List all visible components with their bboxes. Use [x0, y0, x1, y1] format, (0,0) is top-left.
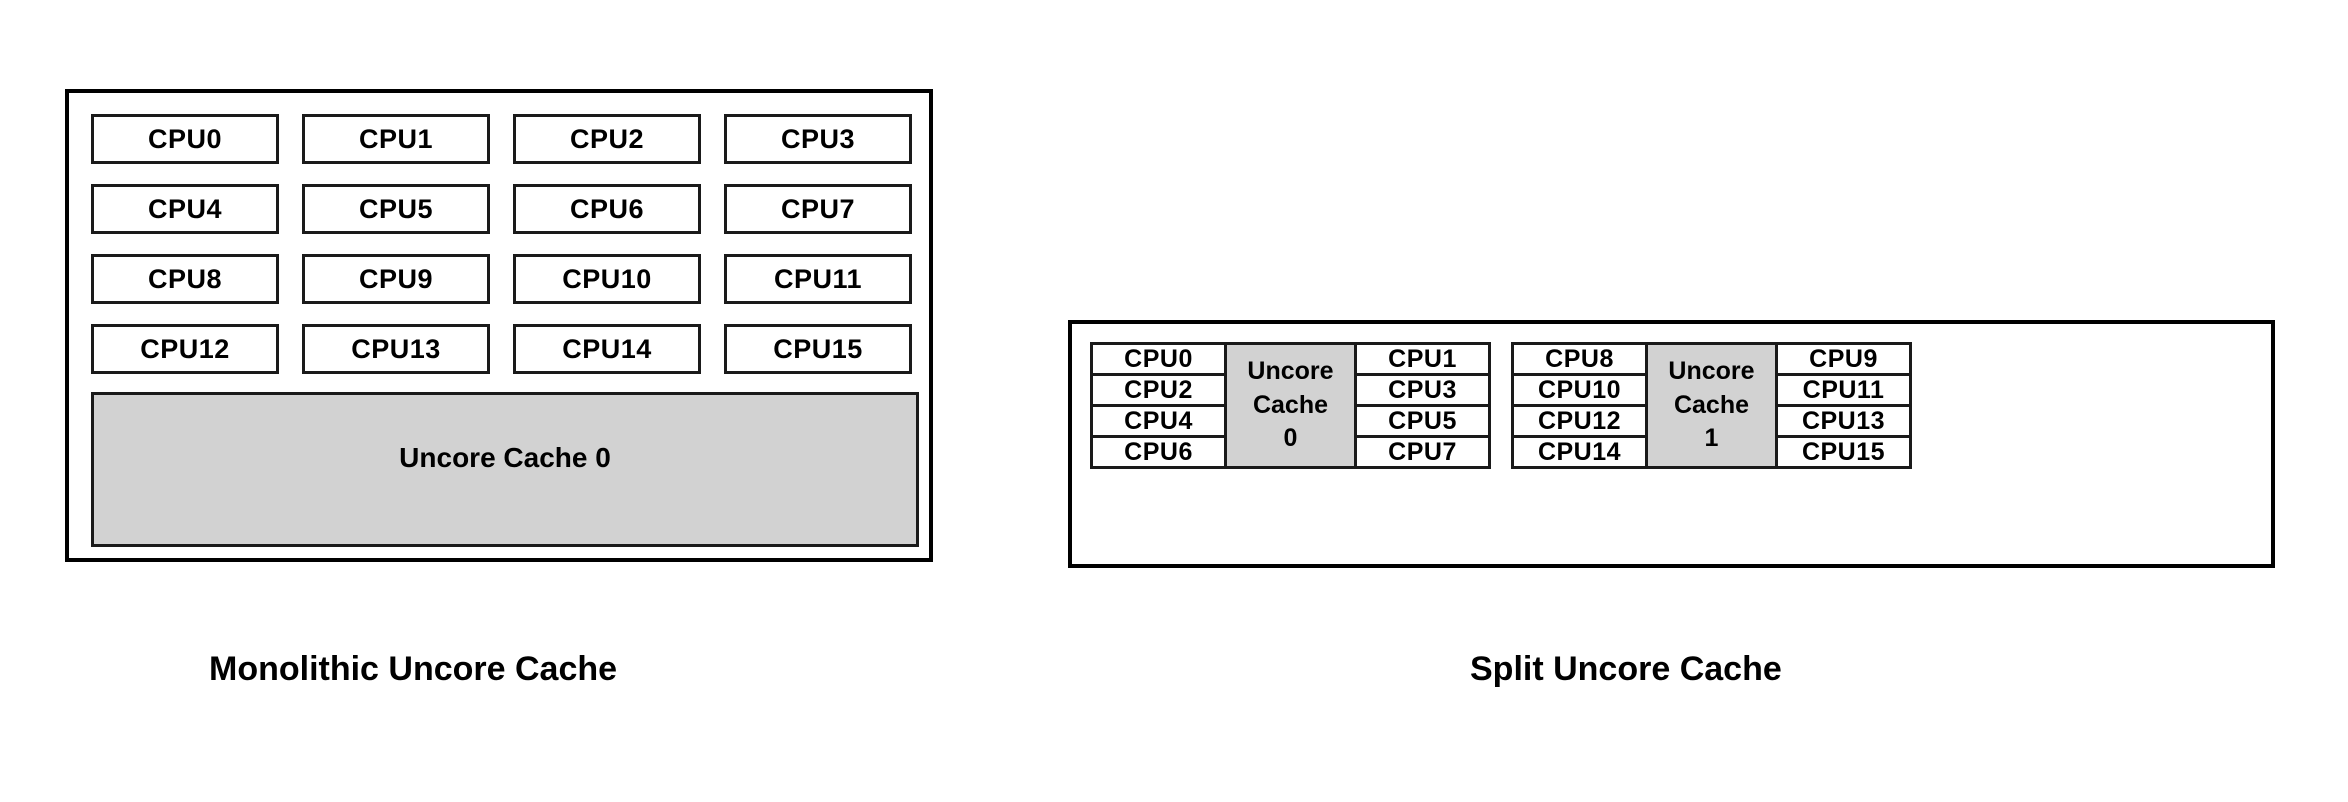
- cpu-box-13[interactable]: CPU13: [1775, 404, 1912, 438]
- uncore-cache-1-line1: Uncore: [1668, 356, 1755, 385]
- cpu-box-0[interactable]: CPU0: [91, 114, 279, 164]
- cpu-box-11[interactable]: CPU11: [1775, 373, 1912, 407]
- uncore-cache-0-line1: Uncore: [1247, 356, 1334, 385]
- monolithic-uncore-cache-panel: CPU0 CPU1 CPU2 CPU3 CPU4 CPU5 CPU6 CPU7 …: [65, 89, 933, 562]
- cpu-box-3[interactable]: CPU3: [1354, 373, 1491, 407]
- cpu-box-11[interactable]: CPU11: [724, 254, 912, 304]
- cpu-box-7[interactable]: CPU7: [1354, 435, 1491, 469]
- monolithic-caption: Monolithic Uncore Cache: [209, 650, 618, 688]
- cpu-box-14[interactable]: CPU14: [513, 324, 701, 374]
- cpu-box-1[interactable]: CPU1: [302, 114, 490, 164]
- cpu-box-0[interactable]: CPU0: [1090, 342, 1227, 376]
- cpu-box-13[interactable]: CPU13: [302, 324, 490, 374]
- cpu-box-10[interactable]: CPU10: [1511, 373, 1648, 407]
- cpu-box-2[interactable]: CPU2: [513, 114, 701, 164]
- cpu-box-15[interactable]: CPU15: [724, 324, 912, 374]
- split-group-1-right-column: CPU9 CPU11 CPU13 CPU15: [1775, 342, 1912, 469]
- cpu-box-5[interactable]: CPU5: [1354, 404, 1491, 438]
- cpu-box-2[interactable]: CPU2: [1090, 373, 1227, 407]
- cpu-box-9[interactable]: CPU9: [302, 254, 490, 304]
- cpu-box-3[interactable]: CPU3: [724, 114, 912, 164]
- cpu-box-7[interactable]: CPU7: [724, 184, 912, 234]
- uncore-cache-0-line3: 0: [1283, 424, 1298, 453]
- cpu-row: CPU12 CPU13 CPU14 CPU15: [91, 324, 919, 374]
- cpu-row: CPU4 CPU5 CPU6 CPU7: [91, 184, 919, 234]
- cpu-box-6[interactable]: CPU6: [513, 184, 701, 234]
- uncore-cache-1-box[interactable]: Uncore Cache 1: [1645, 342, 1778, 469]
- cpu-box-9[interactable]: CPU9: [1775, 342, 1912, 376]
- cpu-box-15[interactable]: CPU15: [1775, 435, 1912, 469]
- cpu-box-12[interactable]: CPU12: [1511, 404, 1648, 438]
- split-group-0-right-column: CPU1 CPU3 CPU5 CPU7: [1354, 342, 1491, 469]
- cpu-box-5[interactable]: CPU5: [302, 184, 490, 234]
- cpu-box-4[interactable]: CPU4: [1090, 404, 1227, 438]
- uncore-cache-1-line3: 1: [1704, 424, 1719, 453]
- cpu-box-1[interactable]: CPU1: [1354, 342, 1491, 376]
- cpu-row: CPU8 CPU9 CPU10 CPU11: [91, 254, 919, 304]
- cpu-box-12[interactable]: CPU12: [91, 324, 279, 374]
- split-group-0: CPU0 CPU2 CPU4 CPU6 Uncore Cache 0 CPU1 …: [1090, 342, 1491, 469]
- cpu-box-14[interactable]: CPU14: [1511, 435, 1648, 469]
- cpu-box-4[interactable]: CPU4: [91, 184, 279, 234]
- uncore-cache-0-line2: Cache: [1252, 390, 1329, 419]
- cpu-box-8[interactable]: CPU8: [91, 254, 279, 304]
- cpu-row: CPU0 CPU1 CPU2 CPU3: [91, 114, 919, 164]
- split-caption: Split Uncore Cache: [1470, 650, 1782, 688]
- uncore-cache-0-box[interactable]: Uncore Cache 0: [91, 392, 919, 547]
- cpu-box-6[interactable]: CPU6: [1090, 435, 1227, 469]
- split-group-1-left-column: CPU8 CPU10 CPU12 CPU14: [1511, 342, 1648, 469]
- split-groups-container: CPU0 CPU2 CPU4 CPU6 Uncore Cache 0 CPU1 …: [1090, 342, 1912, 469]
- uncore-cache-1-line2: Cache: [1673, 390, 1750, 419]
- cpu-box-10[interactable]: CPU10: [513, 254, 701, 304]
- monolithic-cpu-grid: CPU0 CPU1 CPU2 CPU3 CPU4 CPU5 CPU6 CPU7 …: [91, 114, 919, 394]
- split-group-0-left-column: CPU0 CPU2 CPU4 CPU6: [1090, 342, 1227, 469]
- cpu-box-8[interactable]: CPU8: [1511, 342, 1648, 376]
- split-group-1: CPU8 CPU10 CPU12 CPU14 Uncore Cache 1 CP…: [1511, 342, 1912, 469]
- split-uncore-cache-panel: CPU0 CPU2 CPU4 CPU6 Uncore Cache 0 CPU1 …: [1068, 320, 2275, 568]
- uncore-cache-0-box[interactable]: Uncore Cache 0: [1224, 342, 1357, 469]
